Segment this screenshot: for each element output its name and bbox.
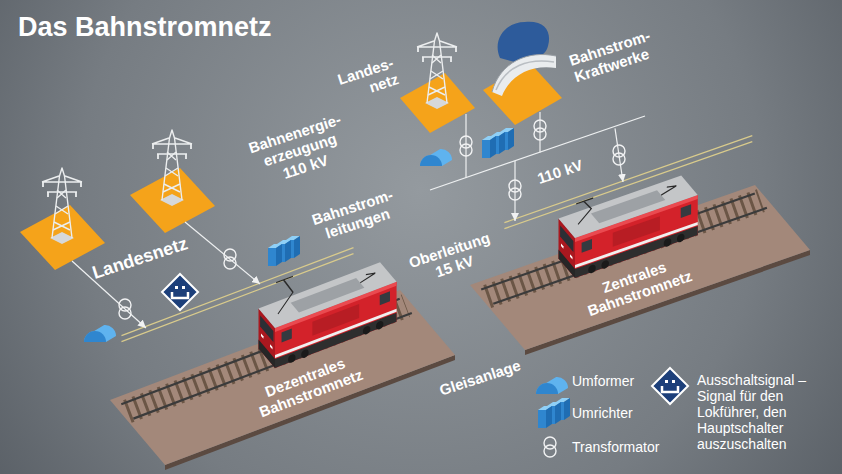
legend-text: Transformator (572, 439, 687, 455)
callout-label: 110 kV (529, 155, 591, 190)
power-plant (492, 22, 556, 96)
callout-label: Gleisanlage (430, 354, 530, 401)
legend-symbols (536, 368, 688, 457)
switch-off-signal (162, 274, 198, 310)
callout-label: Landes-netz (329, 54, 401, 107)
callout-label: Bahnstrom-Kraftwerke (567, 25, 663, 86)
overhead-lines (122, 136, 753, 342)
callout-label: Oberleitung 15 kV (403, 227, 501, 288)
legend-text: Umformer (572, 373, 682, 389)
transformer-symbols (119, 120, 625, 319)
tracks (121, 194, 767, 419)
callout-label: Bahnenergie-erzeugung 110 kV (244, 110, 355, 190)
title: Das Bahnstromnetz (18, 12, 272, 43)
callout-label: Landesnetz (84, 231, 195, 285)
callout-label: Bahnstrom-leitungen (307, 185, 403, 246)
legend-text: Umrichter (572, 405, 682, 421)
locomotive (559, 169, 698, 279)
legend-text: Ausschaltsignal – Signal für den Lokführ… (697, 372, 821, 452)
feed-wires (72, 112, 645, 328)
